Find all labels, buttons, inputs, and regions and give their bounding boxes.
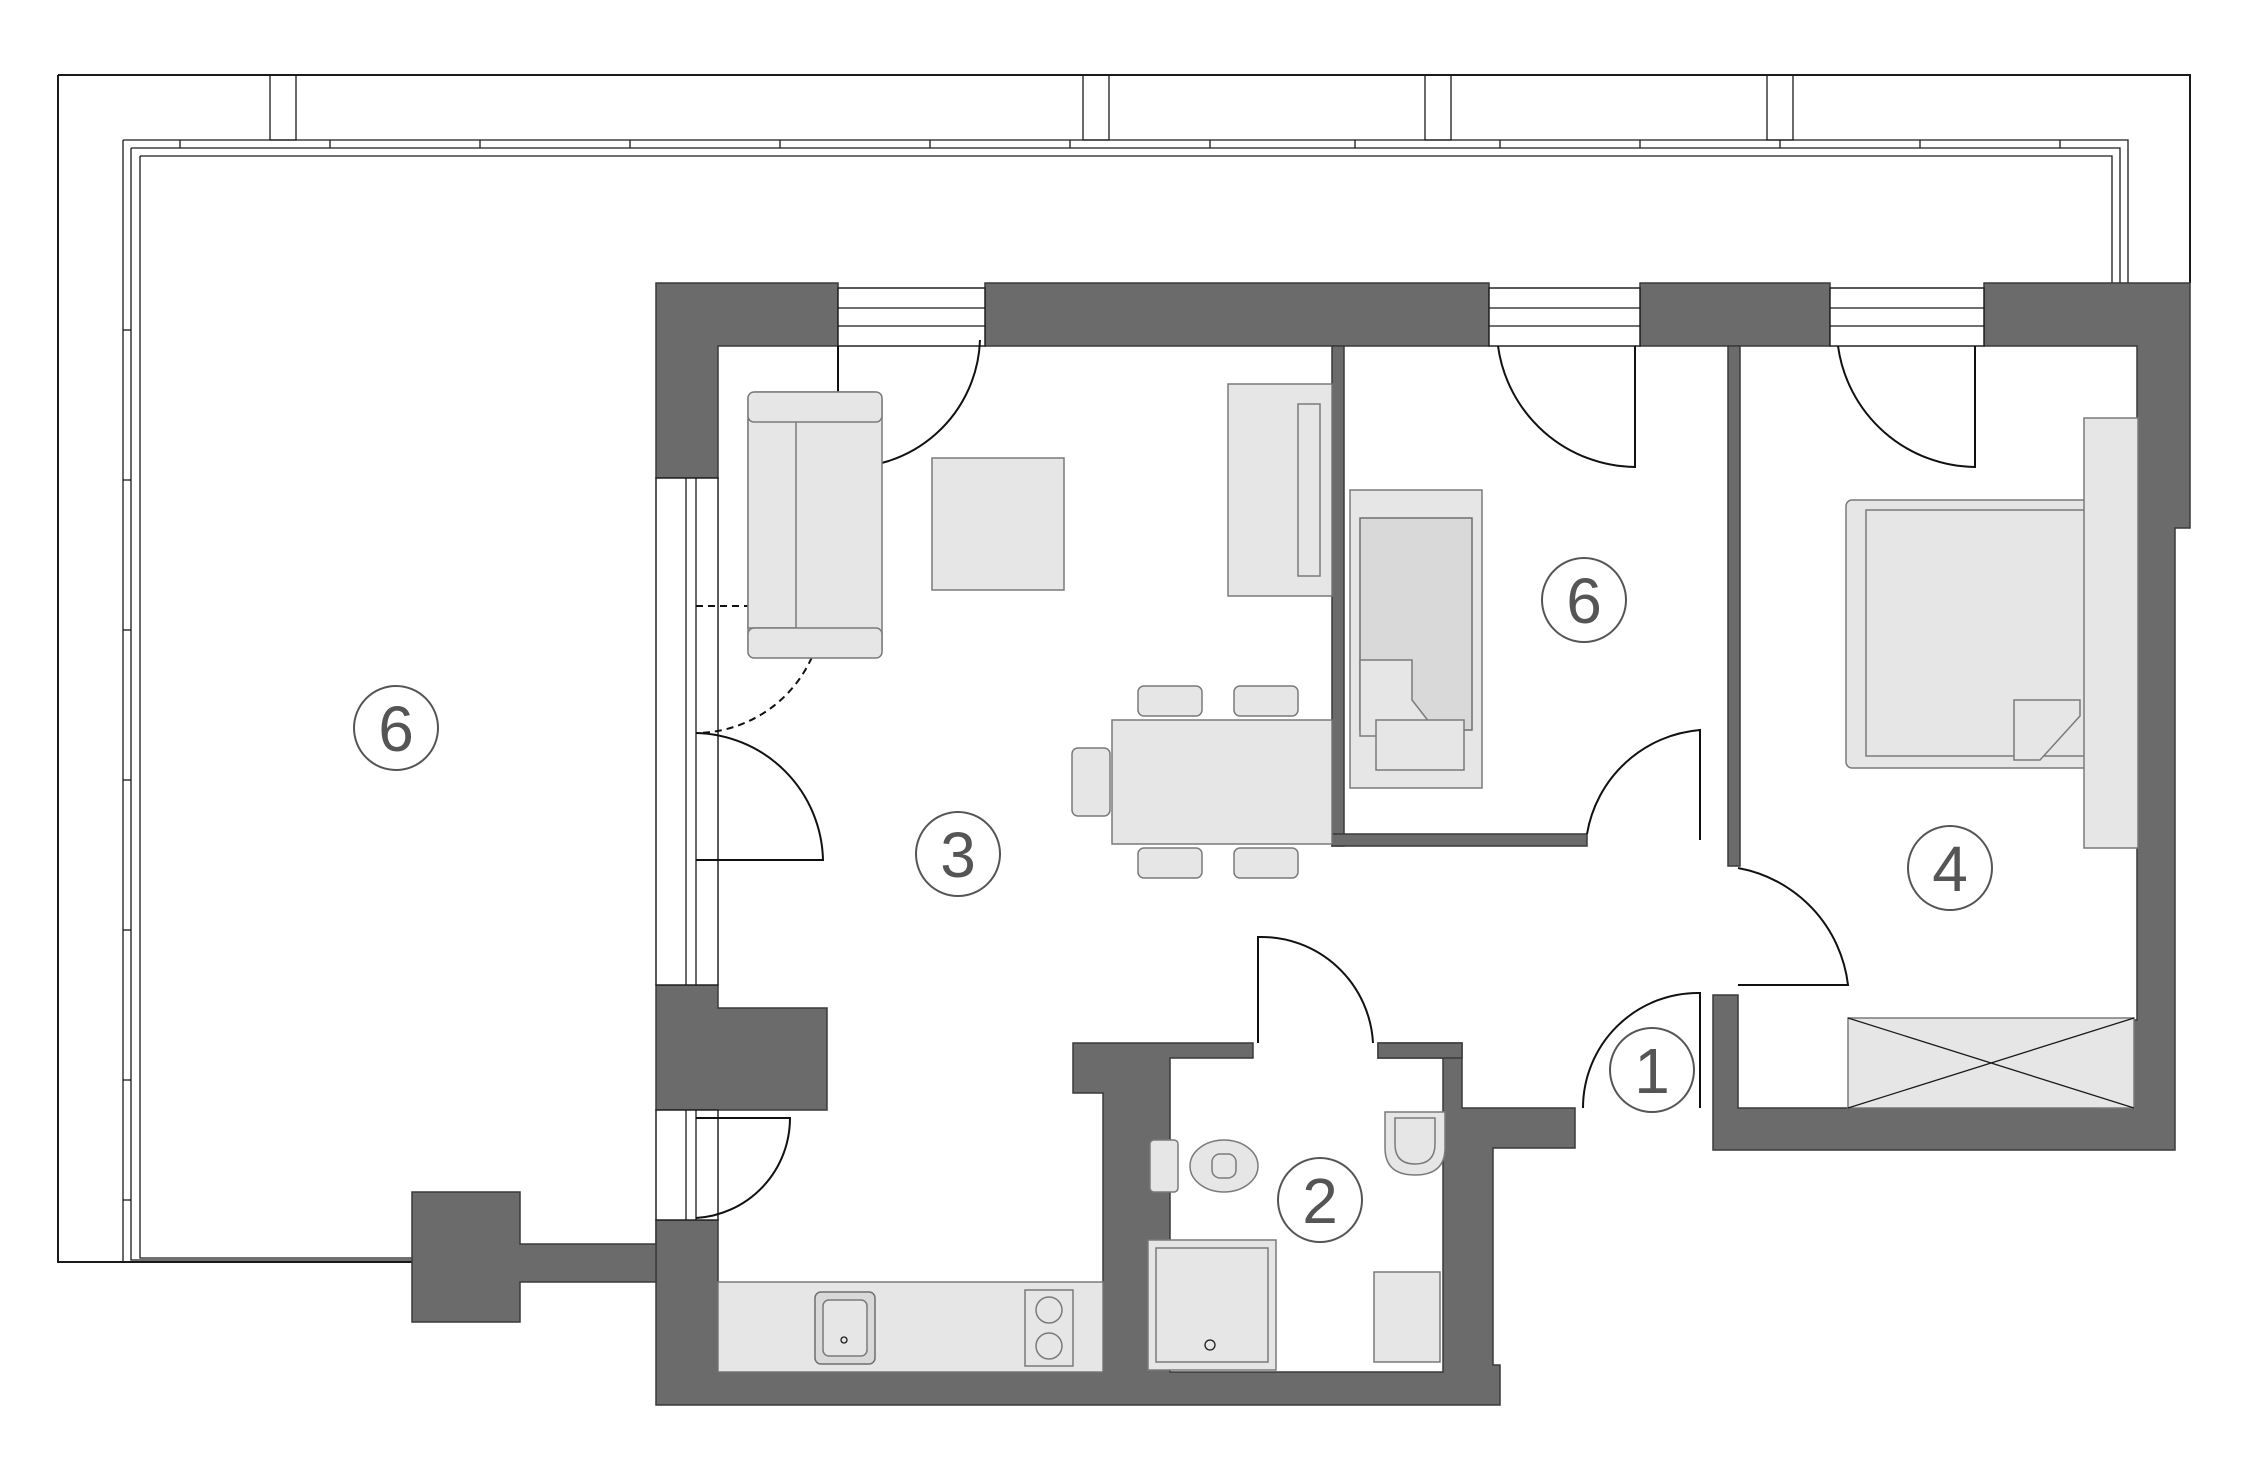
toilet xyxy=(1149,1139,1259,1193)
window-bedroom6-top xyxy=(1488,287,1641,347)
window-living-top xyxy=(837,287,986,347)
wardrobe-closet xyxy=(1847,1017,2135,1109)
room-label-bedroom-master: 4 xyxy=(1907,825,1993,911)
walls xyxy=(411,282,2191,1406)
wardrobe-bedroom4 xyxy=(2083,417,2139,849)
furniture xyxy=(717,383,2139,1373)
shower xyxy=(1147,1239,1277,1371)
window-kitchen-left xyxy=(655,1109,719,1221)
washbasin xyxy=(1384,1111,1446,1176)
room-number: 6 xyxy=(1566,565,1602,637)
room-number: 6 xyxy=(378,693,414,765)
door-bedroom6-window xyxy=(1497,345,1636,469)
terrace xyxy=(57,74,2191,1263)
dining-table xyxy=(1071,685,1333,879)
room-number: 2 xyxy=(1302,1165,1338,1237)
door-left-window xyxy=(695,732,825,861)
door-kitchen-window xyxy=(695,1117,792,1219)
terrace-posts xyxy=(269,74,1794,141)
door-entrance xyxy=(1582,991,1701,1109)
room-label-living: 3 xyxy=(915,811,1001,897)
terrace-parapet-ticks xyxy=(123,140,2061,1201)
coffee-table xyxy=(931,457,1065,591)
room-label-hall: 1 xyxy=(1609,1027,1695,1113)
window-bedroom4-top xyxy=(1829,287,1985,347)
door-bedroom4-window xyxy=(1837,345,1976,469)
single-bed xyxy=(1349,489,1483,789)
door-bathroom xyxy=(1257,935,1374,1044)
room-labels: 6 3 6 4 2 1 xyxy=(353,557,1993,1243)
sofa xyxy=(747,391,883,659)
tv-unit xyxy=(1227,383,1333,597)
room-number: 1 xyxy=(1634,1035,1670,1107)
room-label-bedroom-small: 6 xyxy=(1541,557,1627,643)
kitchen-counter xyxy=(717,1281,1104,1373)
room-number: 4 xyxy=(1932,833,1968,905)
room-number: 3 xyxy=(940,819,976,891)
door-bedroom6 xyxy=(1586,728,1701,840)
door-bedroom4 xyxy=(1737,867,1850,986)
washing-machine xyxy=(1373,1271,1441,1363)
room-label-terrace: 6 xyxy=(353,685,439,771)
room-label-bathroom: 2 xyxy=(1277,1157,1363,1243)
